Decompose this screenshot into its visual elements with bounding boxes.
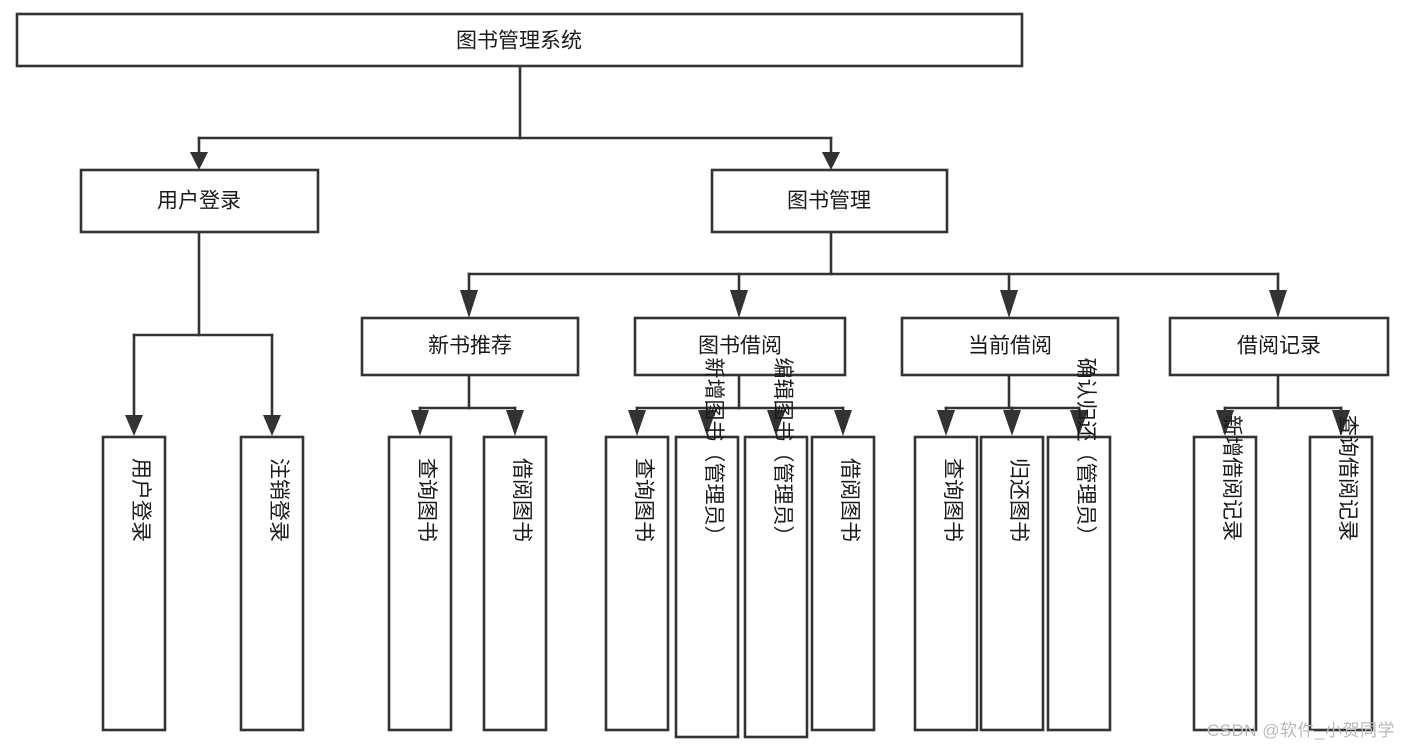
leaf-edit-book-admin-label: 编辑图书（管理员） bbox=[771, 358, 794, 547]
leaf-logout-box[interactable] bbox=[239, 435, 305, 732]
arrow-new-book-child-2 bbox=[506, 410, 524, 436]
leaf-query-borrow-record-label: 查询借阅记录 bbox=[1336, 415, 1359, 541]
leaf-user-login-box[interactable] bbox=[101, 435, 167, 732]
leaf-node[interactable]: 新增图书（管理员） bbox=[674, 358, 740, 739]
leaf-borrow-book-box[interactable] bbox=[810, 435, 876, 732]
leaf-add-borrow-record-box[interactable] bbox=[1192, 435, 1258, 732]
arrow-book-borrow-child-3 bbox=[767, 410, 785, 436]
leaf-add-book-admin-label: 新增图书（管理员） bbox=[702, 358, 725, 547]
node-borrow-record[interactable]: 借阅记录 bbox=[1168, 316, 1390, 377]
leaf-return-book-box[interactable] bbox=[979, 435, 1045, 732]
leaf-confirm-return-admin-label: 确认归还（管理员） bbox=[1074, 358, 1097, 547]
leaf-rec-borrow-book-box[interactable] bbox=[482, 435, 548, 732]
leaf-rec-query-book-label: 查询图书 bbox=[415, 458, 438, 542]
leaf-node[interactable]: 用户登录 bbox=[101, 435, 167, 732]
arrow-borrow-record-child-1 bbox=[1216, 410, 1234, 436]
leaf-user-login-label: 用户登录 bbox=[129, 458, 152, 542]
node-root-label: 图书管理系统 bbox=[456, 30, 582, 53]
node-new-book-recommend-label: 新书推荐 bbox=[428, 335, 512, 358]
node-book-borrow-label: 图书借阅 bbox=[698, 335, 782, 358]
leaf-rec-borrow-book-label: 借阅图书 bbox=[510, 458, 533, 542]
node-book-borrow-box[interactable] bbox=[633, 316, 847, 377]
leaf-logout-label: 注销登录 bbox=[267, 458, 290, 542]
leaf-edit-book-admin-box[interactable] bbox=[743, 435, 809, 739]
leaf-node[interactable]: 借阅图书 bbox=[810, 435, 876, 732]
arrow-current-borrow-child-1 bbox=[937, 410, 955, 436]
arrow-user-login-child-1 bbox=[125, 415, 143, 436]
node-new-book-recommend-box[interactable] bbox=[360, 316, 580, 377]
node-user-login[interactable]: 用户登录 bbox=[79, 168, 320, 234]
arrow-to-borrow-record bbox=[1269, 290, 1287, 318]
leaf-node[interactable]: 借阅图书 bbox=[482, 435, 548, 732]
leaf-cur-query-book-box[interactable] bbox=[913, 435, 979, 732]
node-borrow-record-label: 借阅记录 bbox=[1237, 335, 1321, 358]
leaf-node[interactable]: 查询图书 bbox=[604, 435, 670, 732]
leaf-return-book-label: 归还图书 bbox=[1007, 458, 1030, 542]
leaf-query-borrow-record-box[interactable] bbox=[1308, 435, 1374, 732]
arrow-to-book-manage bbox=[822, 152, 840, 170]
arrow-to-user-login bbox=[190, 152, 208, 170]
arrow-current-borrow-child-3 bbox=[1070, 410, 1088, 436]
arrow-new-book-child-1 bbox=[411, 410, 429, 436]
arrow-to-book-borrow bbox=[730, 290, 748, 318]
leaf-node[interactable]: 查询图书 bbox=[387, 435, 453, 732]
leaf-borrow-book-label: 借阅图书 bbox=[838, 458, 861, 542]
node-borrow-record-box[interactable] bbox=[1168, 316, 1390, 377]
node-root[interactable]: 图书管理系统 bbox=[15, 12, 1024, 68]
leaf-node[interactable]: 确认归还（管理员） bbox=[1046, 358, 1112, 732]
leaf-node[interactable]: 查询图书 bbox=[913, 435, 979, 732]
node-book-manage-box[interactable] bbox=[710, 168, 949, 234]
node-current-borrow-box[interactable] bbox=[900, 316, 1120, 377]
leaf-add-book-admin-box[interactable] bbox=[674, 435, 740, 739]
node-new-book-recommend[interactable]: 新书推荐 bbox=[360, 316, 580, 377]
arrow-borrow-record-child-2 bbox=[1332, 410, 1350, 436]
leaf-node[interactable]: 编辑图书（管理员） bbox=[743, 358, 809, 739]
node-current-borrow[interactable]: 当前借阅 bbox=[900, 316, 1120, 377]
csdn-watermark: CSDN @软件_小贺同学 bbox=[1206, 721, 1395, 740]
node-user-login-label: 用户登录 bbox=[157, 190, 241, 213]
leaf-confirm-return-admin-box[interactable] bbox=[1046, 435, 1112, 732]
arrow-to-current-borrow bbox=[1000, 290, 1018, 318]
leaf-borrow-query-book-box[interactable] bbox=[604, 435, 670, 732]
leaf-add-borrow-record-label: 新增借阅记录 bbox=[1220, 415, 1243, 541]
arrow-book-borrow-child-4 bbox=[834, 410, 852, 436]
arrow-book-borrow-child-2 bbox=[698, 410, 716, 436]
leaf-node[interactable]: 归还图书 bbox=[979, 435, 1045, 732]
leaf-node[interactable]: 新增借阅记录 bbox=[1192, 415, 1258, 732]
node-current-borrow-label: 当前借阅 bbox=[968, 335, 1052, 358]
arrow-user-login-child-2 bbox=[263, 415, 281, 436]
node-root-box[interactable] bbox=[15, 12, 1024, 68]
leaf-rec-query-book-box[interactable] bbox=[387, 435, 453, 732]
leaf-borrow-query-book-label: 查询图书 bbox=[632, 458, 655, 542]
node-book-manage[interactable]: 图书管理 bbox=[710, 168, 949, 234]
node-book-manage-label: 图书管理 bbox=[787, 190, 871, 213]
arrow-current-borrow-child-2 bbox=[1003, 410, 1021, 436]
leaf-cur-query-book-label: 查询图书 bbox=[941, 458, 964, 542]
leaf-node[interactable]: 查询借阅记录 bbox=[1308, 415, 1374, 732]
arrow-to-new-book bbox=[460, 290, 478, 318]
node-book-borrow[interactable]: 图书借阅 bbox=[633, 316, 847, 377]
leaf-node[interactable]: 注销登录 bbox=[239, 435, 305, 732]
arrow-book-borrow-child-1 bbox=[628, 410, 646, 436]
node-user-login-box[interactable] bbox=[79, 168, 320, 234]
connector-group bbox=[125, 64, 1350, 436]
